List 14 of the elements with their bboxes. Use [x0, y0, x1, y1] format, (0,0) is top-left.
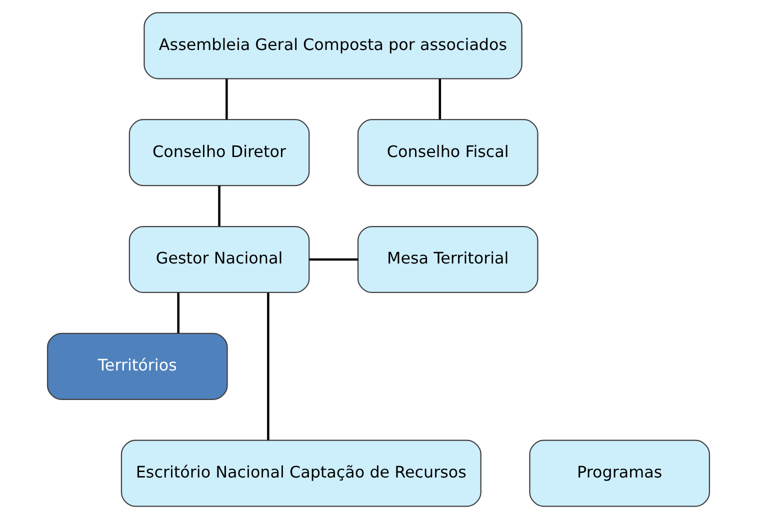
node-box: Escritório Nacional Captação de Recursos	[120, 440, 482, 507]
connector	[267, 292, 270, 440]
node-box: Conselho Diretor	[128, 119, 310, 186]
node-box: Gestor Nacional	[128, 226, 310, 294]
connector	[438, 78, 442, 120]
node-box: Programas	[529, 440, 710, 507]
node-box: Conselho Fiscal	[357, 119, 538, 186]
node-box: Assembleia Geral Composta por associados	[144, 12, 522, 80]
node-box: Mesa Territorial	[357, 226, 538, 294]
node-box: Territórios	[46, 332, 228, 400]
connector	[226, 78, 228, 120]
connector	[177, 292, 180, 334]
connector	[309, 258, 358, 261]
connector	[218, 186, 220, 226]
